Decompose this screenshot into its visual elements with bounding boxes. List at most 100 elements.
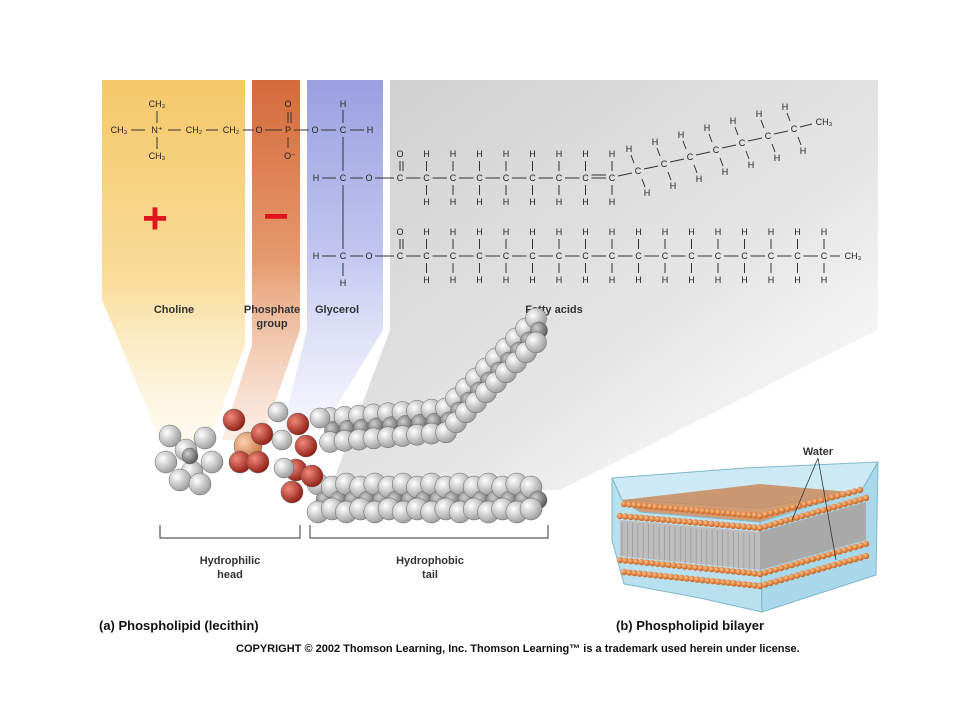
head-bead-front-bottom (751, 570, 758, 577)
head-bead-side-top (820, 506, 827, 514)
upper-chain-carbonyl-oxygen: O (396, 149, 403, 159)
head-bead-front-top (616, 512, 624, 520)
head-bead-front-lower (626, 569, 633, 576)
head-bead-front-upper (699, 507, 706, 515)
upper-chain-hydrogen: H (529, 149, 536, 159)
head-bead-front-top (702, 520, 710, 527)
upper-chain-kink-bond-h (771, 143, 776, 153)
upper-chain-kink-hydrogen: H (748, 160, 755, 170)
head-bead-side-upper (756, 512, 764, 520)
upper-chain-hydrogen: H (556, 149, 563, 159)
hydrophobic-bracket (309, 525, 549, 539)
lower-chain-hydrogen: H (821, 275, 828, 285)
head-bead-side-lower (852, 555, 859, 563)
lower-chain-carbon: C (582, 251, 589, 261)
head-bead-side-lower (815, 566, 822, 573)
upper-chain-carbon: C (556, 173, 563, 183)
lower-chain-hydrogen: H (476, 227, 483, 237)
bilayer-core (616, 486, 870, 590)
choline-methyl-top: CH₃ (149, 99, 166, 109)
upper-chain-kink-bond-h (667, 171, 672, 181)
head-bead-front-upper (657, 504, 664, 511)
head-bead-front-top (659, 516, 667, 523)
phosphate-band (222, 80, 300, 440)
head-bead-front-bottom (616, 556, 624, 564)
head-bead-front-lower (730, 580, 738, 587)
head-bead-side-bottom (857, 542, 864, 549)
upper-chain-kink-hydrogen: H (626, 144, 633, 154)
lower-chain-terminal-methyl: CH₃ (845, 251, 862, 261)
glycerol-c3-h: H (313, 251, 320, 261)
phosphate-phosphorus: P (285, 125, 291, 135)
head-bead-front-bottom (654, 560, 661, 567)
upper-chain-kink-hydrogen: H (774, 153, 781, 163)
upper-chain-carbon: C (529, 173, 536, 183)
head-bead-front-bottom (740, 569, 748, 576)
upper-chain-kink-bond (695, 151, 711, 156)
head-bead-front-upper (725, 510, 732, 517)
head-bead-front-lower (667, 573, 675, 581)
lower-chain-hydrogen: H (662, 275, 669, 285)
glycerol-label: Glycerol (315, 304, 359, 316)
head-bead-side-upper (856, 486, 864, 494)
hydrogen-atom (168, 468, 192, 492)
lower-chain-hydrogen: H (529, 227, 536, 237)
positive-charge: + (142, 194, 168, 243)
hydrogen-atom (267, 401, 289, 423)
upper-chain-kink-bond (773, 130, 789, 135)
lower-chain-hydrogen: H (635, 275, 642, 285)
upper-chain-kink-bond-h (656, 147, 661, 157)
hydrogen-atom (200, 450, 224, 474)
head-bead-front-bottom (708, 565, 715, 573)
head-bead-side-upper (851, 488, 858, 495)
upper-chain-kink-hydrogen: H (652, 137, 659, 147)
lower-chain-hydrogen: H (688, 275, 695, 285)
upper-chain-carbonyl-bond (399, 161, 404, 171)
head-bead-front-lower (662, 573, 670, 580)
head-bead-front-upper (720, 509, 727, 516)
upper-chain-hydrogen: H (529, 197, 536, 207)
head-bead-front-top (692, 519, 699, 526)
upper-chain-kink-bond-h (682, 140, 687, 150)
head-bead-front-lower (646, 571, 654, 578)
lower-chain-hydrogen: H (582, 227, 589, 237)
upper-chain-kink-carbon: C (713, 145, 720, 155)
hydrogen-atom (158, 424, 182, 448)
head-bead-front-bottom (638, 558, 645, 566)
upper-chain-hydrogen: H (556, 197, 563, 207)
head-bead-side-bottom (772, 566, 780, 573)
head-bead-side-bottom (767, 567, 774, 575)
upper-chain-kink-carbon: C (661, 159, 668, 169)
head-bead-side-top (857, 496, 864, 503)
upper-chain-hydrogen: H (450, 197, 457, 207)
head-bead-side-upper (790, 504, 797, 511)
upper-chain-kink-hydrogen: H (730, 116, 737, 126)
upper-chain-carbon: C (450, 173, 457, 183)
lower-chain-hydrogen: H (821, 227, 828, 237)
upper-chain-hydrogen: H (609, 197, 616, 207)
head-bead-front-upper (683, 506, 690, 513)
upper-chain-kink-carbon: C (791, 124, 798, 134)
head-bead-front-upper (694, 507, 701, 514)
upper-chain-hydrogen: H (423, 149, 430, 159)
head-bead-side-top (852, 497, 859, 505)
head-bead-front-bottom (643, 559, 651, 566)
head-bead-front-top (708, 520, 715, 528)
head-bead-side-lower (820, 564, 827, 572)
head-bead-front-lower (683, 575, 690, 582)
head-bead-front-lower (751, 582, 758, 589)
upper-chain-kink-hydrogen: H (722, 167, 729, 177)
hydrophobic-label-line1: Hydrophobic (396, 555, 464, 567)
head-bead-front-upper (641, 502, 649, 510)
head-bead-front-bottom (692, 564, 699, 571)
head-bead-side-upper (829, 494, 836, 501)
head-bead-side-upper (845, 489, 853, 497)
upper-chain-kink-bond-h (719, 157, 724, 167)
head-bead-front-bottom (632, 558, 640, 565)
head-bead-front-upper (620, 500, 628, 508)
head-bead-side-upper (812, 498, 819, 505)
head-bead-front-upper (631, 501, 638, 509)
head-bead-side-lower (846, 557, 854, 564)
head-bead-front-upper (709, 508, 717, 516)
